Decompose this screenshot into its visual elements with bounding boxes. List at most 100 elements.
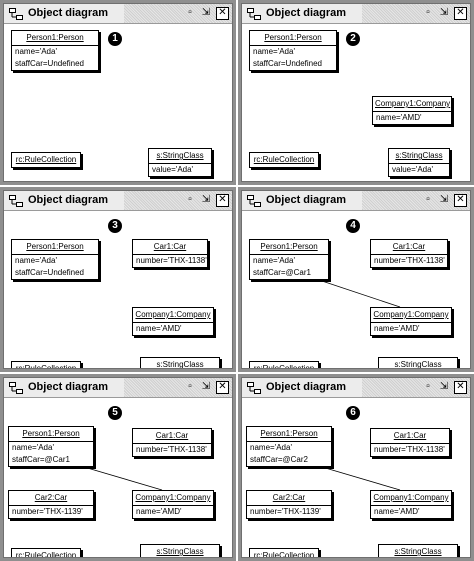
close-button[interactable]: ✕ [216,194,229,207]
object-attribute: name='AMD' [136,507,182,516]
object-header: rc:RuleCollection [253,364,315,369]
object-attribute: name='AMD' [374,507,420,516]
minimize-button[interactable]: ▫ [426,7,430,18]
restore-button[interactable]: ⇲ [201,7,211,18]
minimize-button[interactable]: ▫ [188,194,192,205]
object-rules[interactable]: rc:RuleCollection [249,152,319,168]
close-button[interactable]: ✕ [454,7,467,20]
object-header: Person1:Person [12,31,98,46]
close-button[interactable]: ✕ [454,194,467,207]
step-number-badge: 5 [108,406,122,420]
object-rules[interactable]: rc:RuleCollection [249,361,319,369]
close-button[interactable]: ✕ [216,381,229,394]
window-titlebar[interactable]: Object diagram▫⇲✕ [4,191,232,211]
restore-button[interactable]: ⇲ [201,194,211,205]
step-number-badge: 6 [346,406,360,420]
object-header: rc:RuleCollection [15,155,77,164]
titlebar-label-background [4,4,124,23]
object-header: Company1:Company [133,491,213,506]
object-attribute: number='THX-1138' [374,256,445,265]
object-header: Person1:Person [250,240,328,255]
window-titlebar[interactable]: Object diagram ▫ ⇲ ✕ [242,191,470,211]
object-header: s:StringClass [149,149,211,164]
restore-button[interactable]: ⇲ [201,381,211,392]
association-link [318,279,401,308]
object-attribute: name='Ada' [250,443,292,452]
object-header: s:StringClass [141,545,219,557]
window-titlebar[interactable]: Object diagram▫⇲✕ [242,4,470,24]
titlebar-label-background [4,378,124,397]
object-rules[interactable]: rc:RuleCollection [11,152,81,168]
object-rules[interactable]: rc:RuleCollection [249,548,319,557]
close-button[interactable]: ✕ [216,7,229,20]
diagram-icon [9,194,23,207]
window-titlebar[interactable]: Object diagram▫⇲✕ [242,378,470,398]
window-titlebar[interactable]: Object diagram▫⇲✕ [4,378,232,398]
window-titlebar[interactable]: Object diagram ▫ ⇲ ✕ [4,4,232,24]
object-attribute: number='THX-1139' [250,507,321,516]
object-header: s:StringClass [389,149,449,164]
link-layer [321,466,401,491]
diagram-icon [247,194,261,207]
object-header: Company1:Company [133,308,213,323]
restore-button[interactable]: ⇲ [439,381,449,392]
restore-button[interactable]: ⇲ [439,194,449,205]
object-attribute: staffCar=@Car1 [12,455,70,464]
minimize-button[interactable]: ▫ [426,381,430,392]
restore-button[interactable]: ⇲ [439,7,449,18]
object-header: Company1:Company [371,308,451,323]
window-title: Object diagram [266,194,347,206]
diagram-icon [247,7,261,20]
close-button[interactable]: ✕ [454,381,467,394]
minimize-button[interactable]: ▫ [188,381,192,392]
object-header: Car1:Car [133,240,207,255]
object-attribute: value='Ada' [392,165,434,174]
step-number-badge: 1 [108,32,122,46]
object-rules[interactable]: rc:RuleCollection [11,361,81,368]
object-header: rc:RuleCollection [253,155,315,164]
window-title: Object diagram [28,7,109,19]
minimize-button[interactable]: ▫ [188,7,192,18]
object-attribute: staffCar=Undefined [15,268,85,277]
object-rules[interactable]: rc:RuleCollection [11,548,81,557]
object-attribute: number='THX-1138' [374,445,445,454]
object-header: Car1:Car [133,429,211,444]
object-header: Company1:Company [373,97,451,112]
minimize-button[interactable]: ▫ [426,194,430,205]
